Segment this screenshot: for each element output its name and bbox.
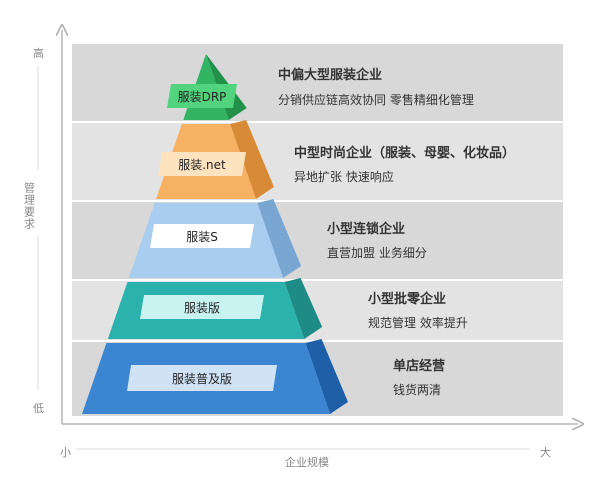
band-2 — [72, 122, 563, 201]
y-axis-high-label: 高 — [33, 46, 44, 60]
x-axis-large-label: 大 — [540, 445, 551, 459]
pyramid-tier-2: 服装.net 中型时尚企业（服装、母婴、化妆品） 异地扩张 快速响应 — [156, 120, 515, 199]
tier-description: 异地扩张 快速响应 — [294, 169, 394, 184]
tier-badge — [127, 365, 277, 391]
band-1 — [72, 43, 563, 122]
tier-badge-label: 服装普及版 — [172, 372, 232, 386]
tier-title: 中型时尚企业（服装、母婴、化妆品） — [294, 145, 515, 161]
axes: 高 低 管理要求 小 大 企业规模 — [23, 30, 579, 469]
tier-description: 分销供应链高效协同 零售精细化管理 — [278, 92, 474, 107]
tier-badge-label: 服装S — [186, 230, 218, 244]
tier-side-face — [230, 120, 274, 199]
tier-side-face — [284, 278, 323, 339]
tier-badge — [150, 224, 254, 248]
x-axis-small-label: 小 — [60, 446, 71, 459]
x-axis-title: 企业规模 — [285, 455, 329, 469]
tier-badge-label: 服装.net — [178, 158, 226, 172]
tier-description: 直营加盟 业务细分 — [327, 245, 427, 260]
tier-title: 小型批零企业 — [368, 291, 446, 307]
tier-badge-label: 服装DRP — [178, 90, 227, 104]
y-axis-title: 管理要求 — [23, 181, 36, 230]
tier-title: 小型连锁企业 — [327, 221, 405, 237]
tier-description: 钱货两清 — [393, 382, 441, 397]
tier-description: 规范管理 效率提升 — [368, 315, 468, 330]
tier-badge-label: 服装版 — [184, 301, 220, 315]
tier-title: 单店经营 — [393, 358, 445, 374]
tier-badge — [140, 295, 264, 319]
tier-title: 中偏大型服装企业 — [278, 67, 382, 83]
y-axis-low-label: 低 — [33, 402, 44, 415]
tier-side-face — [305, 339, 348, 414]
tier-badge — [167, 84, 237, 108]
tier-badge — [158, 152, 246, 176]
tier-side-face — [257, 199, 302, 278]
